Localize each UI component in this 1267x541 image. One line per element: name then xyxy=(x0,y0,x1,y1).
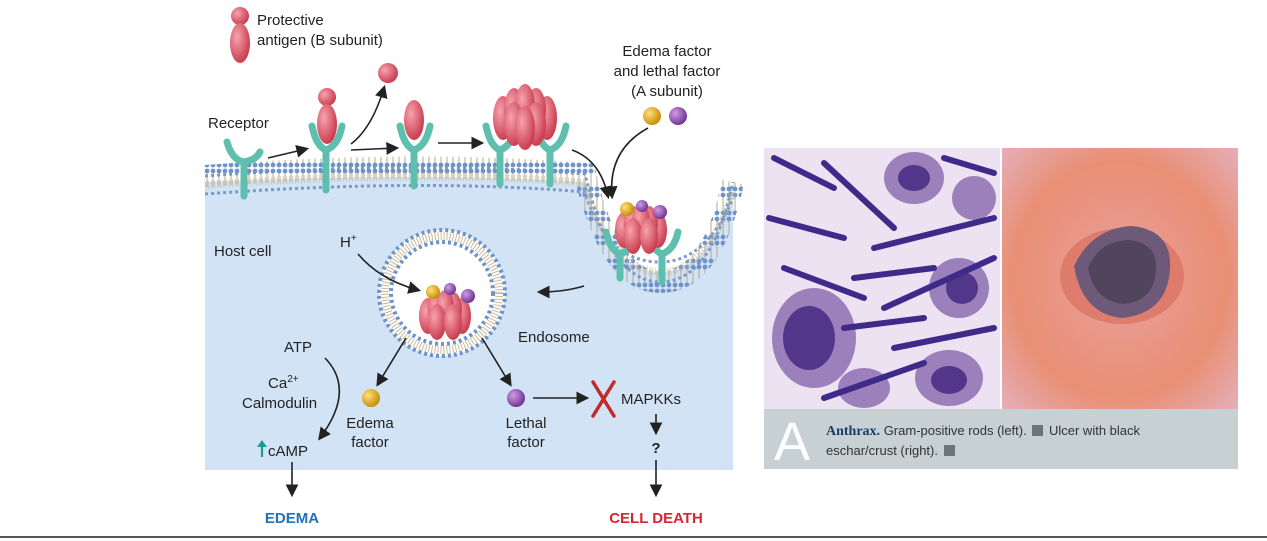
receptor-3 xyxy=(396,122,434,190)
label-ca: Ca2+ xyxy=(268,374,299,392)
label-h-plus: H+ xyxy=(340,233,357,251)
label-edema-factor-2: factor xyxy=(351,434,389,451)
label-calmodulin: Calmodulin xyxy=(242,395,317,412)
eschar-ulcer-photo xyxy=(1002,148,1238,409)
receptor-2 xyxy=(308,122,346,194)
label-receptor: Receptor xyxy=(208,115,269,132)
anthrax-figure-panel: A Anthrax. Gram-positive rods (left). Ul… xyxy=(764,148,1238,469)
pa-cleaved-fragment xyxy=(378,63,398,83)
figure-letter: A xyxy=(774,412,811,472)
caption-text: Anthrax. Gram-positive rods (left). Ulce… xyxy=(826,421,1216,460)
edema-factor-released-icon xyxy=(362,389,380,407)
caption-part-2: Ulcer with black xyxy=(1048,423,1141,438)
label-protective-antigen-2: antigen (B subunit) xyxy=(257,32,383,49)
label-mapkks: MAPKKs xyxy=(621,391,681,408)
pa-bound-intact xyxy=(317,88,337,144)
protective-antigen-icon xyxy=(230,7,250,63)
pa-heptamer xyxy=(493,84,557,150)
label-lethal-factor-2: factor xyxy=(507,434,545,451)
edema-factor-free-icon xyxy=(643,107,661,125)
label-cell-death-outcome: CELL DEATH xyxy=(609,510,703,527)
block-x-icon xyxy=(591,380,616,418)
label-camp: cAMP xyxy=(268,443,308,460)
label-edema-outcome: EDEMA xyxy=(265,510,319,527)
increase-arrow-icon xyxy=(257,440,267,457)
label-edema-lethal-3: (A subunit) xyxy=(631,83,703,100)
label-endosome: Endosome xyxy=(518,329,590,346)
label-lethal-factor-1: Lethal xyxy=(506,415,547,432)
lethal-factor-free-icon xyxy=(669,107,687,125)
receptor-5 xyxy=(602,228,682,286)
zoom-square-icon xyxy=(943,445,955,456)
caption-part-3: eschar/crust (right). xyxy=(826,443,938,458)
label-host-cell: Host cell xyxy=(214,243,272,260)
zoom-square-icon xyxy=(1032,425,1044,436)
caption-part-1: Gram-positive rods (left). xyxy=(883,423,1027,438)
label-atp: ATP xyxy=(284,339,312,356)
gram-positive-rods-photo xyxy=(764,148,1000,409)
pa-heptamer-endosome xyxy=(419,283,475,340)
pa-heptamer-with-factors xyxy=(615,200,667,254)
label-edema-lethal-1: Edema factor xyxy=(622,43,711,60)
figure-caption: A Anthrax. Gram-positive rods (left). Ul… xyxy=(764,409,1238,469)
receptor-1 xyxy=(223,138,264,200)
lethal-factor-released-icon xyxy=(507,389,525,407)
label-protective-antigen-1: Protective xyxy=(257,12,324,29)
label-edema-factor-1: Edema xyxy=(346,415,394,432)
label-edema-lethal-2: and lethal factor xyxy=(614,63,721,80)
pa-bound-cleaved xyxy=(404,100,424,140)
bottom-divider xyxy=(0,536,1267,538)
label-question: ? xyxy=(651,440,660,457)
pathway-arrows xyxy=(267,84,663,498)
caption-title: Anthrax. xyxy=(826,424,881,439)
